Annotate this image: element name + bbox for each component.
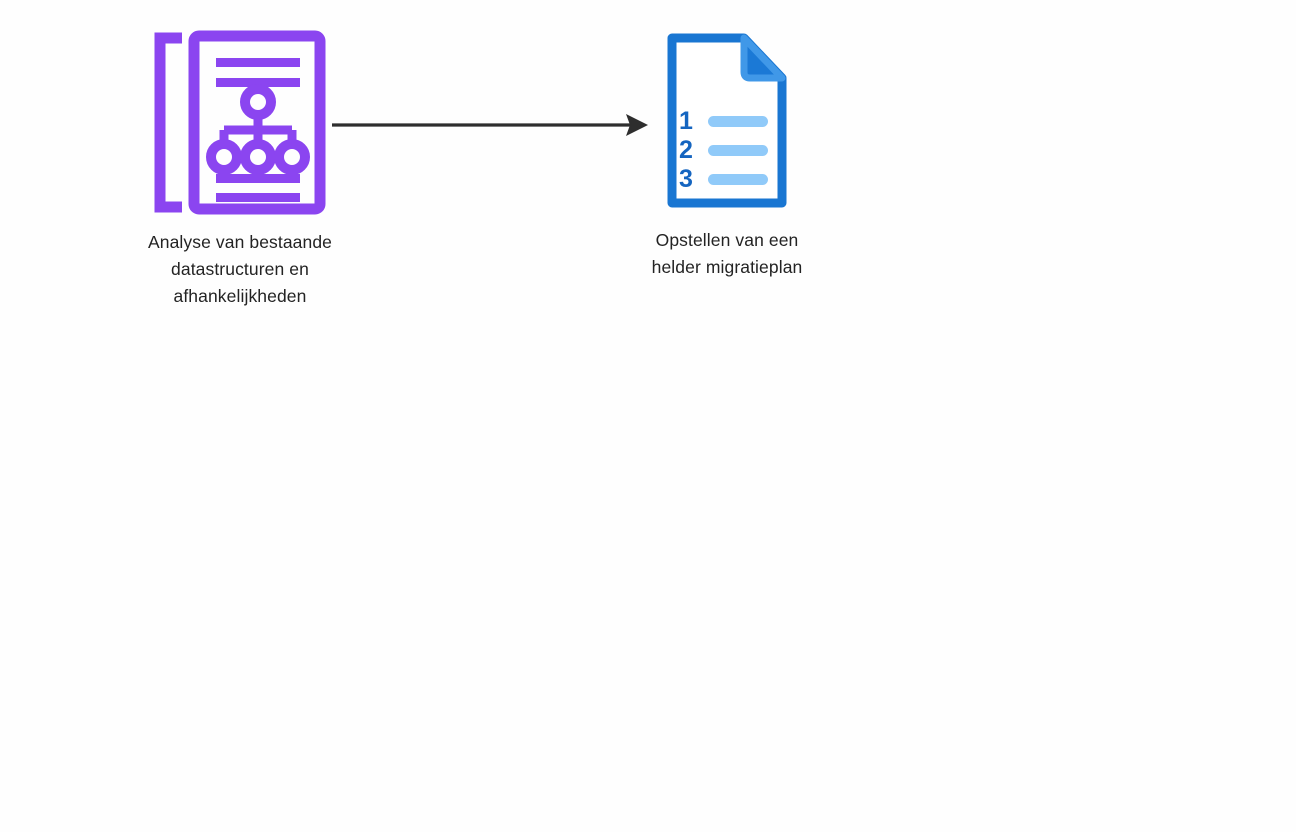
list-number-1: 1 bbox=[679, 107, 693, 135]
connector-analysis-to-plan bbox=[330, 104, 660, 148]
list-number-3: 3 bbox=[679, 165, 693, 193]
diagram-node-analysis[interactable]: Analyse van bestaande datastructuren en … bbox=[134, 30, 346, 310]
list-number-2: 2 bbox=[679, 136, 693, 164]
numbered-list-document-icon: 1 2 3 bbox=[662, 28, 792, 213]
document-hierarchy-icon bbox=[154, 30, 326, 215]
diagram-node-plan[interactable]: 1 2 3 Opstellen van een helder migratiep… bbox=[637, 28, 817, 281]
diagram-node-plan-label: Opstellen van een helder migratieplan bbox=[651, 230, 803, 277]
diagram-node-analysis-label: Analyse van bestaande datastructuren en … bbox=[147, 232, 333, 306]
